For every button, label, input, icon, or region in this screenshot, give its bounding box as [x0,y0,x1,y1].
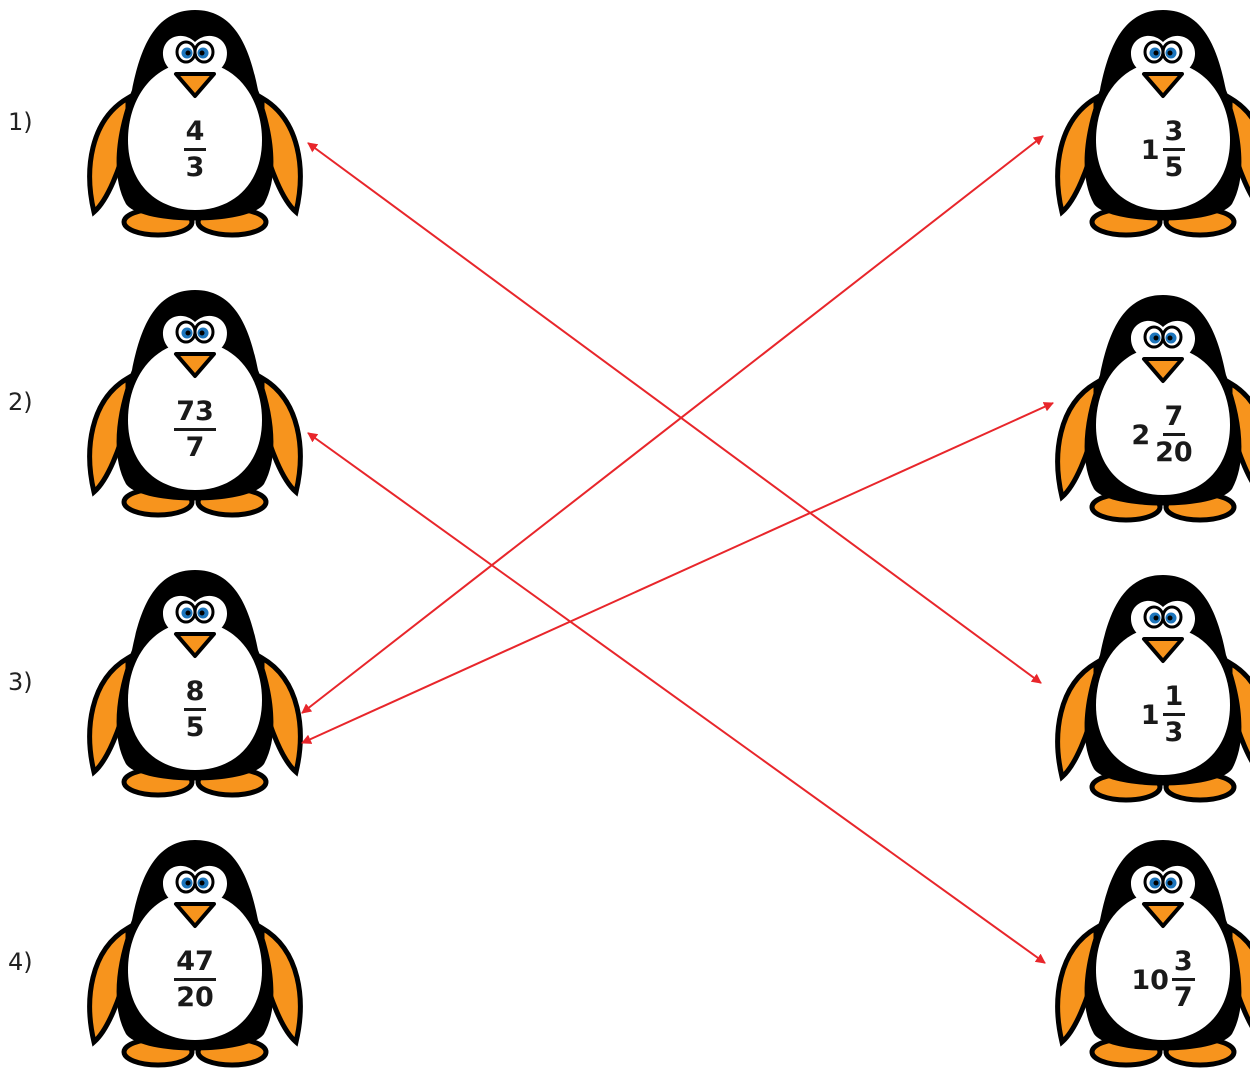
penguin-right-2[interactable]: 2 7 20 [1048,285,1250,533]
fraction: 7 20 [1153,401,1195,470]
penguin-left-3[interactable]: 8 5 [80,560,310,808]
numerator: 7 [1163,401,1186,436]
numerator: 4 [184,116,207,151]
fraction: 73 7 [174,396,216,465]
denominator: 5 [184,711,207,745]
denominator: 3 [1163,716,1186,750]
penguin-right-3[interactable]: 1 1 3 [1048,565,1250,813]
penguin-left-2[interactable]: 73 7 [80,280,310,528]
match-arrow-2 [308,433,1045,963]
fraction: 47 20 [174,946,216,1015]
question-number-1: 1) [8,108,48,136]
mixed-number-label: 2 7 20 [1048,397,1250,473]
mixed-number-label: 10 3 7 [1048,942,1250,1018]
numerator: 3 [1163,116,1186,151]
penguin-right-4[interactable]: 10 3 7 [1048,830,1250,1075]
denominator: 20 [1153,436,1195,470]
fraction: 3 7 [1172,946,1195,1015]
fraction-label: 8 5 [80,672,310,748]
penguin-left-1[interactable]: 4 3 [80,0,310,248]
whole-part: 1 [1141,702,1160,729]
question-number-3: 3) [8,668,48,696]
penguin-left-4[interactable]: 47 20 [80,830,310,1075]
match-arrow-4 [302,403,1053,743]
fraction: 8 5 [184,676,207,745]
fraction-label: 47 20 [80,942,310,1018]
fraction-label: 73 7 [80,392,310,468]
mixed-number-label: 1 1 3 [1048,677,1250,753]
match-arrow-3 [302,136,1043,713]
fraction: 3 5 [1163,116,1186,185]
mixed-number-label: 1 3 5 [1048,112,1250,188]
numerator: 1 [1163,681,1186,716]
question-number-2: 2) [8,388,48,416]
denominator: 20 [174,981,216,1015]
denominator: 7 [1172,981,1195,1015]
numerator: 47 [174,946,216,981]
fraction-label: 4 3 [80,112,310,188]
whole-part: 1 [1141,137,1160,164]
question-number-4: 4) [8,948,48,976]
fraction: 1 3 [1163,681,1186,750]
fraction: 4 3 [184,116,207,185]
numerator: 8 [184,676,207,711]
numerator: 73 [174,396,216,431]
whole-part: 10 [1131,967,1169,994]
denominator: 5 [1163,151,1186,185]
numerator: 3 [1172,946,1195,981]
match-arrow-1 [308,143,1041,683]
penguin-right-1[interactable]: 1 3 5 [1048,0,1250,248]
whole-part: 2 [1131,422,1150,449]
denominator: 3 [184,151,207,185]
denominator: 7 [184,431,207,465]
